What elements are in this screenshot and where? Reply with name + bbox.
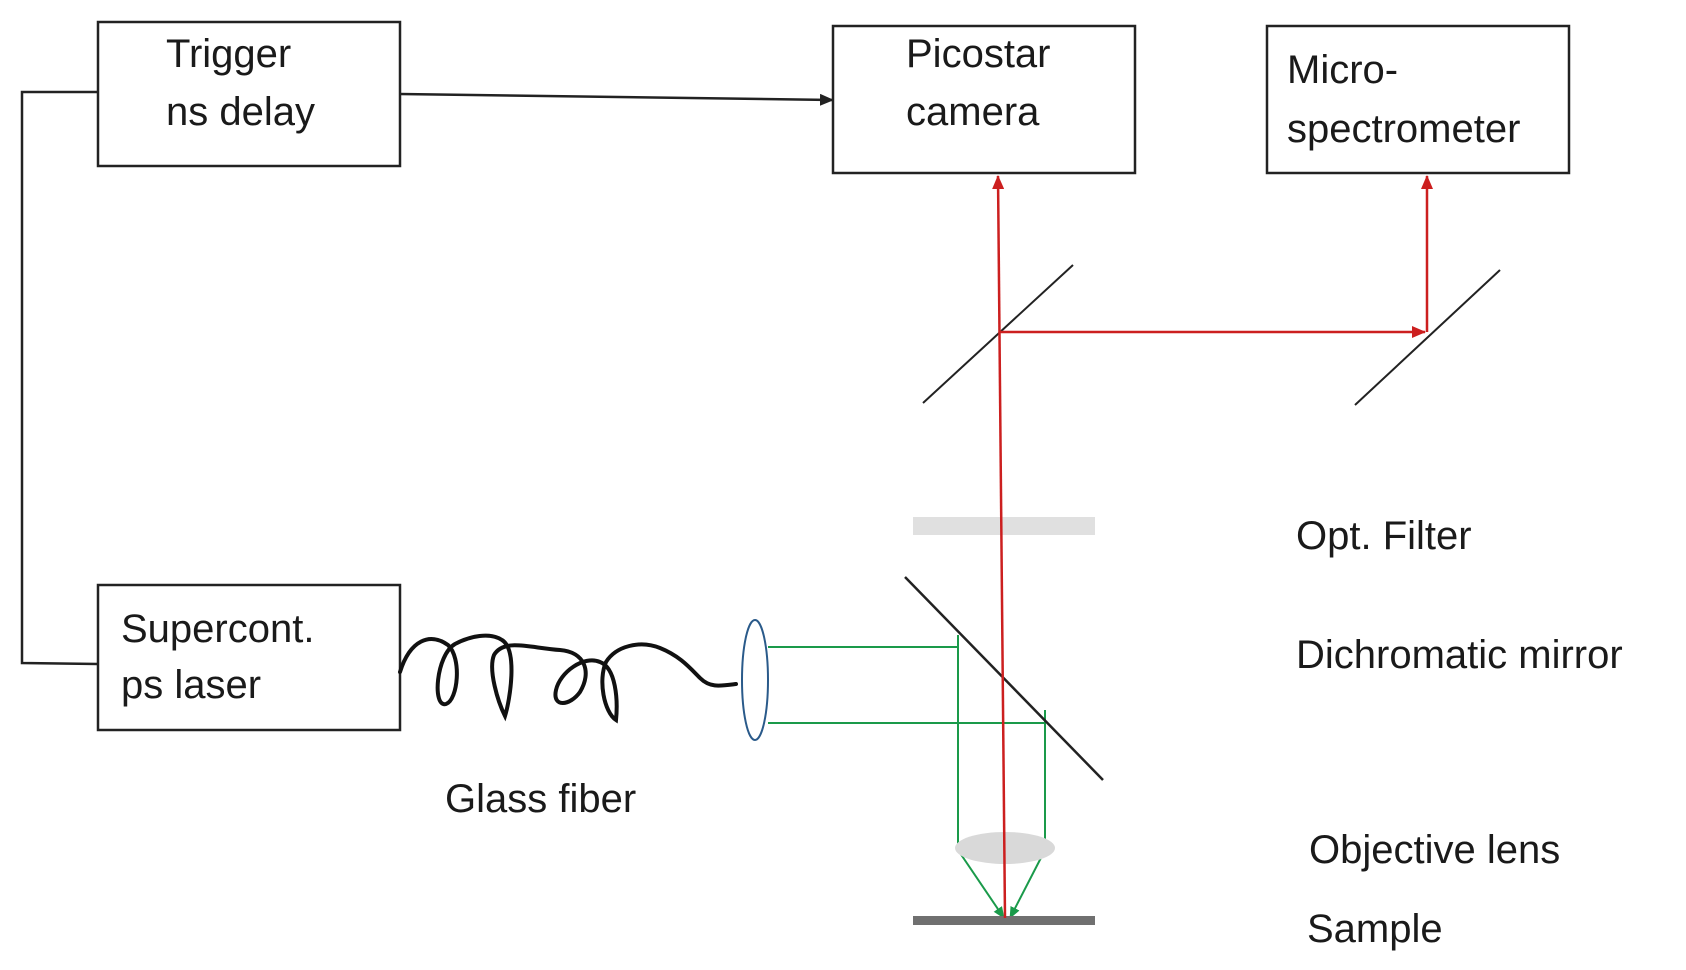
glass-fiber-label: Glass fiber xyxy=(445,777,637,821)
objective-lens-label: Objective lens xyxy=(1309,828,1561,872)
sample-plate xyxy=(913,916,1095,925)
optical-filter xyxy=(913,517,1095,535)
fold-mirror xyxy=(1354,269,1501,406)
optical-filter-label: Opt. Filter xyxy=(1296,514,1472,558)
sample-label: Sample xyxy=(1307,907,1443,951)
collimating-lens xyxy=(741,619,769,741)
dichroic-mirror xyxy=(904,576,1104,781)
laser-box xyxy=(96,583,402,732)
laser-label-line2: ps laser xyxy=(121,663,262,707)
beam-splitter-mirror xyxy=(922,264,1074,404)
spectrometer-label-line2: spectrometer xyxy=(1287,107,1521,151)
trigger-to-camera-arrow xyxy=(399,92,834,106)
glass-fiber xyxy=(398,633,738,724)
dichroic-mirror-label: Dichromatic mirror xyxy=(1296,633,1623,677)
emission-beam-vertical xyxy=(992,175,1007,919)
trigger-label-line1: Trigger xyxy=(166,32,292,76)
laser-label-line1: Supercont. xyxy=(121,607,315,651)
camera-label-line2: camera xyxy=(906,90,1040,134)
spectrometer-box xyxy=(1265,24,1571,175)
camera-label-line1: Picostar xyxy=(906,32,1051,76)
excitation-focus-left xyxy=(957,849,1005,919)
trigger-label-line2: ns delay xyxy=(166,90,315,134)
spectrometer-label-line1: Micro- xyxy=(1287,48,1399,92)
excitation-focus-right xyxy=(1009,849,1046,919)
trigger-wire xyxy=(20,90,99,666)
